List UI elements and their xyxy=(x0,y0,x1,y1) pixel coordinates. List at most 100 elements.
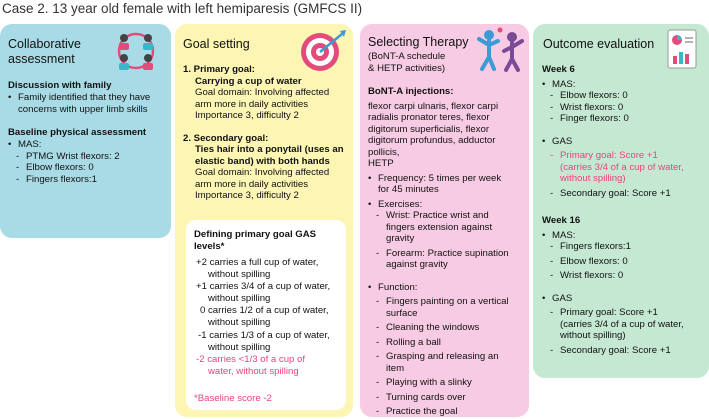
bont-line: pollicis, xyxy=(368,146,400,158)
wrist-line-1: Wrist: Practice wrist and xyxy=(386,210,489,221)
week6-mas-label: MAS: xyxy=(542,79,704,91)
bont-line: HETP xyxy=(368,158,394,169)
function-label: Function: xyxy=(368,282,528,294)
therapy-title: Selecting Therapy xyxy=(368,35,469,49)
collab-title-line2: assessment xyxy=(8,52,75,66)
primary-importance: Importance 3, difficulty 2 xyxy=(195,110,299,121)
gas-level-baseline: -2 carries <1/3 of a cup of water, witho… xyxy=(196,354,305,377)
function-line: Fingers painting on a vertical xyxy=(386,296,509,307)
gas-level: -1 carries 1/3 of a cup of water, withou… xyxy=(198,330,330,353)
week16-mas-label: MAS: xyxy=(542,230,704,242)
goal-content: 1. Primary goal: Carrying a cup of water… xyxy=(183,64,348,202)
gas-heading-1: Defining primary goal GAS xyxy=(194,229,317,240)
function-item: Cleaning the windows xyxy=(368,322,528,334)
primary-goal: Carrying a cup of water xyxy=(195,75,302,87)
mas-item: Elbow flexors: 0 xyxy=(8,162,168,174)
therapy-subtitle: (BoNT-A schedule & HETP activities) xyxy=(368,51,445,74)
discussion-list: Family identified that they haveconcerns… xyxy=(8,92,168,115)
week16-mas-item: Fingers flexors:1 xyxy=(542,241,704,253)
week16-primary-line: (carries 3/4 of a cup of water, xyxy=(560,318,684,330)
collab-title: Collaborative assessment xyxy=(8,37,81,67)
week16-primary-goal: Primary goal: Score +1(carries 3/4 of a … xyxy=(542,307,704,342)
secondary-importance: Importance 3, difficulty 2 xyxy=(195,190,299,201)
gas-level-line: -2 carries <1/3 of a cup of xyxy=(196,354,306,365)
gas-level: 0 carries 1/2 of a cup of water, without… xyxy=(200,305,329,328)
discussion-item: Family identified that they haveconcerns… xyxy=(8,92,168,115)
target-icon xyxy=(301,30,346,71)
week6-gas-label: GAS xyxy=(542,136,704,148)
collab-title-line1: Collaborative xyxy=(8,37,81,51)
therapy-subtitle-2: & HETP activities) xyxy=(368,62,446,74)
gas-levels-box xyxy=(186,220,346,410)
week16-secondary-goal: Secondary goal: Score +1 xyxy=(542,345,704,357)
primary-domain-1: Goal domain: Involving affected xyxy=(195,87,330,98)
wrist-line-3: gravity xyxy=(386,233,415,244)
gas-level-line: +1 carries 3/4 of a cup of water, xyxy=(196,281,331,292)
week16-primary-line: Primary goal: Score +1 xyxy=(560,307,658,318)
mas-item: PTMG Wrist flexors: 2 xyxy=(8,151,168,163)
report-chart-icon xyxy=(667,29,697,69)
week6-primary-line: (carries 3/4 of a cup of water, xyxy=(560,161,684,173)
mas-label: MAS: xyxy=(8,139,168,151)
gas-level-line: without spilling xyxy=(208,268,271,280)
discussion-line-2: concerns with upper limb skills xyxy=(18,103,148,115)
secondary-domain-1: Goal domain: Involving affected xyxy=(195,167,330,178)
function-line: item xyxy=(386,362,405,374)
function-item: Turning cards over xyxy=(368,392,528,404)
outcome-title: Outcome evaluation xyxy=(543,37,655,51)
frequency-line-1: Frequency: 5 times per week xyxy=(378,172,502,184)
secondary-goal-1: Ties hair into a ponytail (uses an xyxy=(195,144,344,155)
gas-level-line: water, without spilling xyxy=(208,365,299,377)
forearm-line-2: against gravity xyxy=(386,259,448,270)
week16-primary-line: without spilling) xyxy=(560,330,626,341)
gas-heading-2: levels* xyxy=(194,240,225,252)
therapy-content: BoNT-A injections: flexor carpi ulnaris,… xyxy=(368,86,528,418)
gas-level-line: 0 carries 1/2 of a cup of water, xyxy=(200,305,329,316)
outcome-content: Week 6 MAS: Elbow flexors: 0 Wrist flexo… xyxy=(542,64,704,356)
gas-level: +1 carries 3/4 of a cup of water, withou… xyxy=(196,281,330,304)
primary-label: 1. Primary goal: xyxy=(183,64,255,75)
baseline-list: MAS: PTMG Wrist flexors: 2 Elbow flexors… xyxy=(8,139,168,185)
gas-level-line: +2 carries a full cup of water, xyxy=(196,257,319,268)
week6-primary-line: without spilling) xyxy=(560,173,626,184)
bont-line: flexor carpi ulnaris, flexor carpi xyxy=(368,100,499,112)
week6-mas-item: Wrist flexors: 0 xyxy=(542,102,704,114)
therapy-subtitle-1: (BoNT-A schedule xyxy=(368,51,446,62)
case-title: Case 2. 13 year old female with left hem… xyxy=(2,1,363,16)
children-playing-icon xyxy=(477,27,524,72)
frequency-line-2: for 45 minutes xyxy=(378,184,439,195)
wrist-line-2: fingers extension against xyxy=(386,221,493,233)
primary-domain-2: arm more in daily activities xyxy=(195,98,309,110)
forearm-line-1: Forearm: Practice supination xyxy=(386,247,509,259)
gas-level: +2 carries a full cup of water, without … xyxy=(196,257,318,280)
function-line: Grasping and releasing an xyxy=(386,351,499,362)
gas-level-line: without spilling xyxy=(208,341,271,353)
secondary-domain-2: arm more in daily activities xyxy=(195,178,309,190)
week6-mas-item: Elbow flexors: 0 xyxy=(542,90,704,102)
bont-heading: BoNT-A injections: xyxy=(368,86,454,97)
week6-label: Week 6 xyxy=(542,64,575,75)
gas-heading: Defining primary goal GAS levels* xyxy=(194,229,316,252)
function-item: Playing with a slinky xyxy=(368,377,528,389)
week6-primary-goal: Primary goal: Score +1(carries 3/4 of a … xyxy=(542,150,704,185)
gas-level-line: without spilling xyxy=(208,316,271,328)
secondary-label: 2. Secondary goal: xyxy=(183,132,269,144)
bont-line: radialis pronator teres, flexor xyxy=(368,112,490,123)
mas-item: Fingers flexors:1 xyxy=(8,174,168,186)
function-item: Practice the goal xyxy=(368,406,528,418)
goal-title: Goal setting xyxy=(183,37,250,51)
week16-gas-label: GAS xyxy=(542,293,704,305)
gas-level-line: -1 carries 1/3 of a cup of water, xyxy=(198,330,330,341)
week16-mas-item: Elbow flexors: 0 xyxy=(542,256,704,268)
people-cycle-icon xyxy=(117,32,155,70)
week16-mas-item: Wrist flexors: 0 xyxy=(542,270,704,282)
collaborative-assessment-panel xyxy=(0,24,171,238)
secondary-goal-2: elastic band) with both hands xyxy=(195,155,330,167)
discussion-line-1: Family identified that they have xyxy=(18,92,151,103)
week6-primary-line: Primary goal: Score +1 xyxy=(560,150,658,161)
